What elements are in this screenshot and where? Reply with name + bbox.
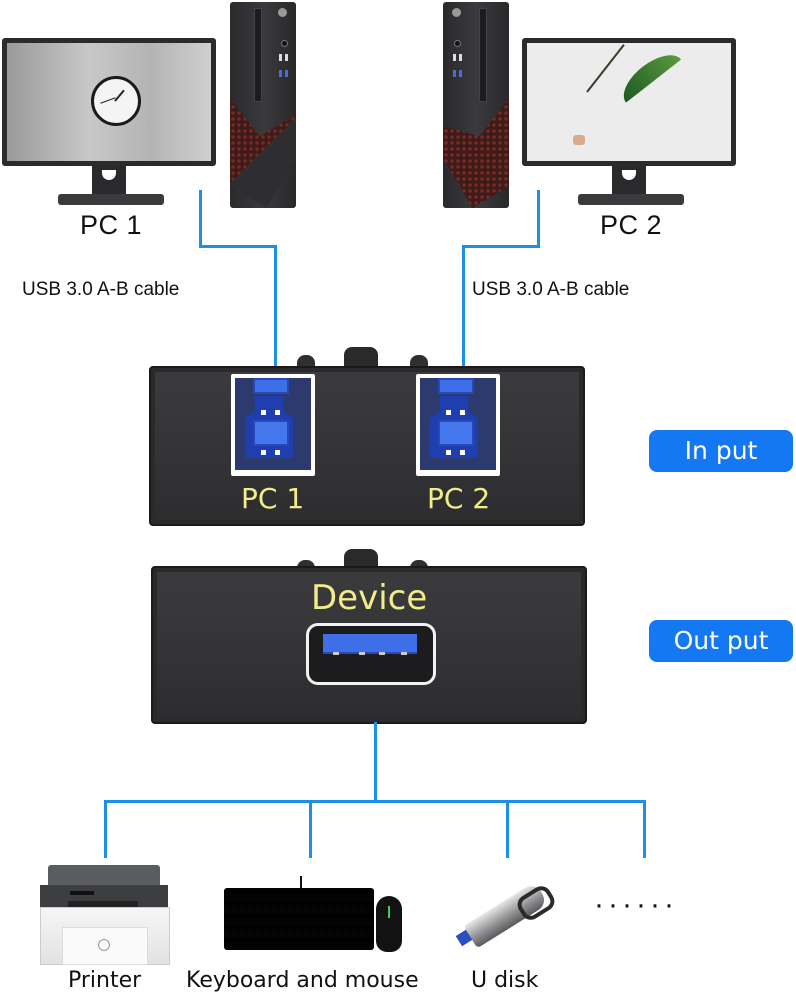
input-box-nub-right [410,355,428,367]
pc1-monitor [2,38,218,208]
input-switch-box: PC 1 PC 2 [149,366,585,526]
pc1-label: PC 1 [80,210,143,240]
wall-clock-icon [91,76,141,126]
pc2-monitor [522,38,738,208]
printer-icon [40,865,170,965]
pc2-screen-leaf-image [527,43,731,161]
pc1-screen-clock-image [7,43,211,161]
usb-b-port-pc2[interactable] [416,374,500,476]
more-devices-dots: ······ [594,888,678,921]
input-port-label-pc2: PC 2 [427,482,491,515]
input-port-label-pc1: PC 1 [241,482,305,515]
output-switch-box: Device [151,566,587,724]
output-box-nub-right [410,560,428,568]
pc1-tower [230,2,296,208]
usb-b-port-pc1[interactable] [231,374,315,476]
keyboard-mouse-icon [224,876,406,954]
input-badge: In put [649,430,793,472]
input-box-nub-left [297,355,315,367]
usb-a-port-device[interactable] [306,623,436,685]
output-port-label: Device [311,578,428,618]
leaf-icon [614,45,682,103]
cable-label-right: USB 3.0 A-B cable [472,279,630,300]
pc2-tower [443,2,509,208]
device-label-keyboard-mouse: Keyboard and mouse [186,968,419,993]
device-label-u-disk: U disk [471,968,539,993]
output-box-knob [344,549,378,569]
output-box-nub-left [297,560,315,568]
pc2-label: PC 2 [600,210,663,240]
cable-label-left: USB 3.0 A-B cable [22,279,180,300]
device-label-printer: Printer [68,968,142,993]
output-badge: Out put [649,620,793,662]
usb-flash-drive-icon [455,881,559,952]
switch-button[interactable] [344,347,378,369]
